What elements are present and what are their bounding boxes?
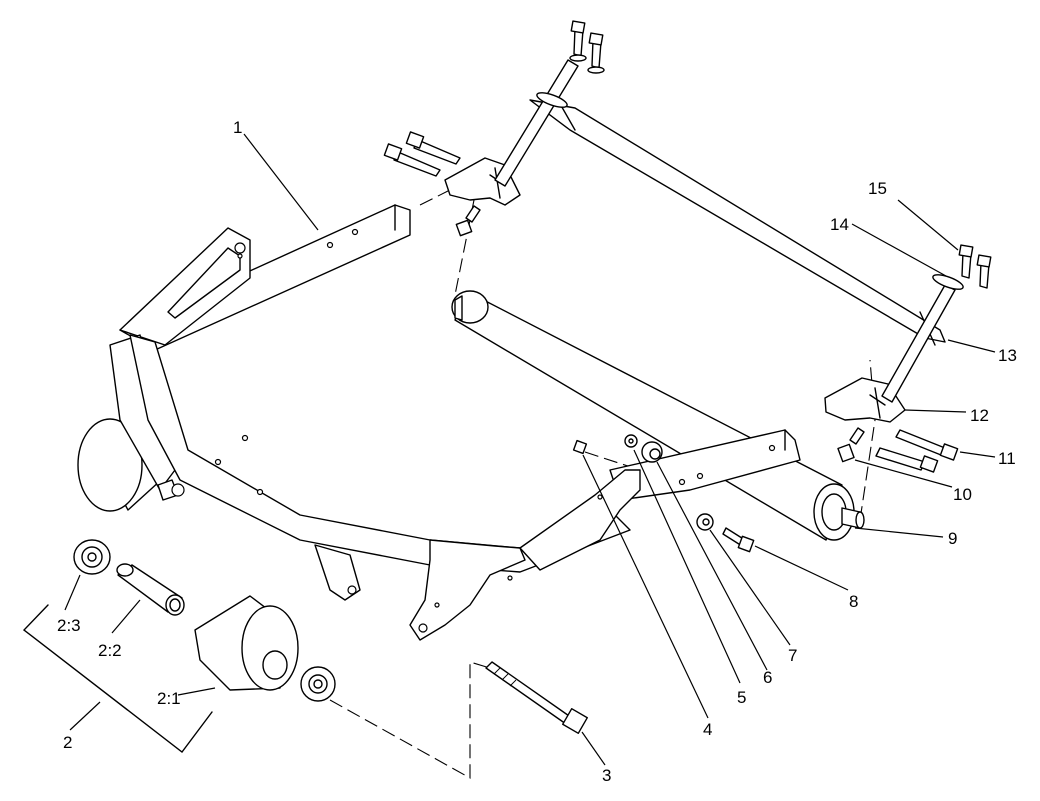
callout-14: 14 (830, 215, 849, 234)
callout-2: 2 (63, 733, 72, 752)
callout-5: 5 (737, 688, 746, 707)
callout-2-3: 2:3 (57, 616, 81, 635)
callout-4: 4 (703, 720, 712, 739)
roller-2-1 (194, 595, 299, 691)
roller-assembly (22, 539, 336, 753)
callout-9: 9 (948, 529, 957, 548)
right-height-bracket (824, 244, 992, 473)
callout-12: 12 (970, 406, 989, 425)
callout-2-2: 2:2 (98, 641, 122, 660)
bracket-lower-bolt (455, 205, 481, 237)
callout-8: 8 (849, 592, 858, 611)
callout-10: 10 (953, 485, 972, 504)
roller-arm-plate (529, 94, 946, 346)
callout-2-1: 2:1 (157, 689, 181, 708)
callout-3: 3 (602, 766, 611, 785)
bearing-2-3 (73, 539, 111, 575)
bracket-side-bolts (383, 131, 461, 177)
leader-lines (64, 133, 996, 766)
right-top-bolt-left (958, 244, 974, 279)
bearing-right (300, 666, 336, 702)
callout-labels: 1 2 2:1 2:2 2:3 3 4 5 6 7 8 9 10 11 12 1… (57, 118, 1017, 785)
roller-hardware (572, 434, 755, 553)
top-bolt-left (569, 20, 587, 62)
main-frame (77, 204, 801, 641)
spacer-tube-2-2 (116, 563, 185, 616)
callout-7: 7 (788, 646, 797, 665)
long-bolt (485, 661, 588, 734)
right-top-bolt-right (976, 254, 992, 289)
rear-roller (451, 290, 865, 541)
callout-11: 11 (998, 449, 1016, 468)
callout-13: 13 (998, 346, 1017, 365)
top-bolt-right (587, 32, 605, 74)
left-height-bracket (383, 20, 605, 237)
callout-15: 15 (868, 179, 887, 198)
callout-1: 1 (233, 118, 242, 137)
callout-6: 6 (763, 668, 772, 687)
